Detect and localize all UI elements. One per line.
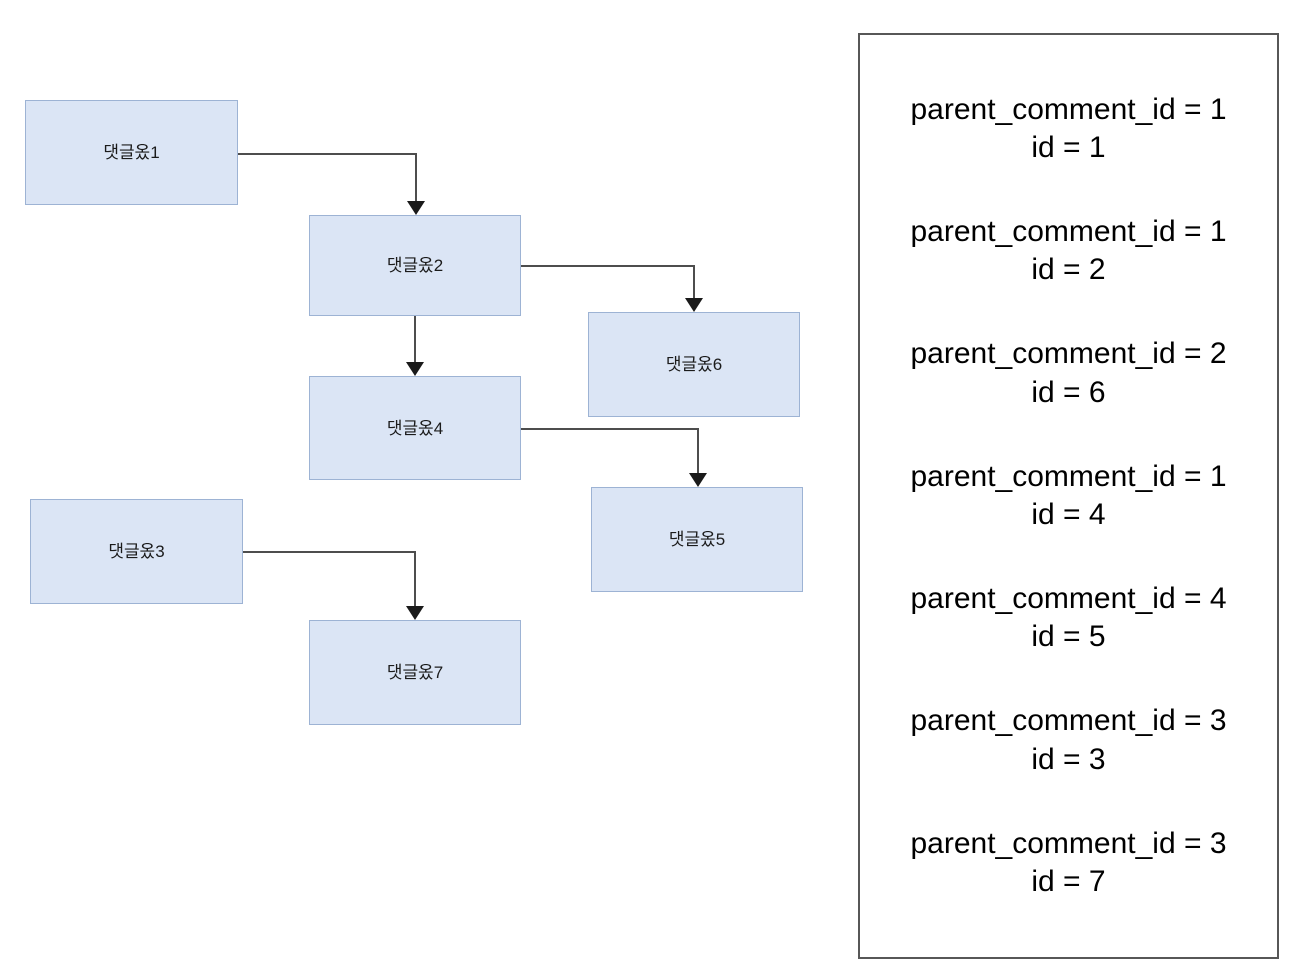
legend-parent-line: parent_comment_id = 1 — [910, 459, 1227, 493]
legend-parent-line: parent_comment_id = 3 — [910, 704, 1227, 738]
node-comment5-label: 댓글옸5 — [668, 530, 726, 549]
node-comment5[interactable]: 댓글옸5 — [591, 487, 803, 592]
legend-parent-line: parent_comment_id = 2 — [910, 337, 1227, 371]
legend-entry: parent_comment_id = 4 id = 5 — [868, 580, 1269, 657]
legend-parent-line: parent_comment_id = 1 — [910, 214, 1227, 248]
edge-3-7-arrowhead-icon — [406, 606, 424, 620]
node-comment2-label: 댓글옸2 — [386, 256, 444, 275]
edge-2-4 — [406, 316, 424, 376]
legend-parent-line: parent_comment_id = 4 — [910, 581, 1227, 615]
legend-entry: parent_comment_id = 1 id = 4 — [868, 458, 1269, 535]
legend-entry: parent_comment_id = 3 id = 7 — [868, 825, 1269, 902]
legend-entry: parent_comment_id = 1 id = 1 — [868, 91, 1269, 168]
node-comment7[interactable]: 댓글옸7 — [309, 620, 521, 725]
edge-2-6 — [521, 265, 703, 312]
edge-3-7 — [243, 551, 424, 620]
legend-id-line: id = 7 — [1031, 865, 1106, 899]
edge-2-6-line — [521, 265, 695, 304]
node-comment1-label: 댓글옸1 — [103, 143, 160, 162]
node-comment4-label: 댓글옸4 — [386, 418, 444, 438]
edge-4-5 — [521, 428, 707, 487]
edge-4-5-arrowhead-icon — [689, 473, 707, 487]
node-comment3-label: 댓글옸3 — [108, 542, 165, 561]
legend-parent-line: parent_comment_id = 3 — [910, 826, 1227, 860]
edge-3-7-line — [243, 551, 416, 612]
node-comment2[interactable]: 댓글옸2 — [309, 215, 521, 316]
edge-1-2-arrowhead-icon — [407, 201, 425, 215]
edge-1-2-line — [238, 153, 417, 207]
edge-2-6-arrowhead-icon — [685, 298, 703, 312]
node-comment6[interactable]: 댓글옸6 — [588, 312, 800, 417]
node-comment3[interactable]: 댓글옸3 — [30, 499, 243, 604]
edge-2-4-arrowhead-icon — [406, 362, 424, 376]
node-comment7-label: 댓글옸7 — [386, 663, 444, 682]
legend-entry: parent_comment_id = 3 id = 3 — [868, 702, 1269, 779]
node-comment4[interactable]: 댓글옸4 — [309, 376, 521, 480]
legend-id-line: id = 4 — [1031, 497, 1106, 531]
node-comment6-label: 댓글옸6 — [665, 355, 723, 374]
legend-id-line: id = 1 — [1031, 130, 1106, 164]
node-comment1[interactable]: 댓글옸1 — [25, 100, 238, 205]
legend-parent-line: parent_comment_id = 1 — [910, 92, 1227, 126]
legend-id-line: id = 6 — [1031, 375, 1106, 409]
legend-entry: parent_comment_id = 1 id = 2 — [868, 213, 1269, 290]
edge-1-2 — [238, 153, 425, 215]
legend-id-line: id = 5 — [1031, 620, 1106, 654]
edge-4-5-line — [521, 428, 699, 479]
legend-id-line: id = 2 — [1031, 253, 1106, 287]
legend-entry: parent_comment_id = 2 id = 6 — [868, 335, 1269, 412]
legend-panel: parent_comment_id = 1 id = 1 parent_comm… — [858, 33, 1279, 959]
legend-id-line: id = 3 — [1031, 742, 1106, 776]
